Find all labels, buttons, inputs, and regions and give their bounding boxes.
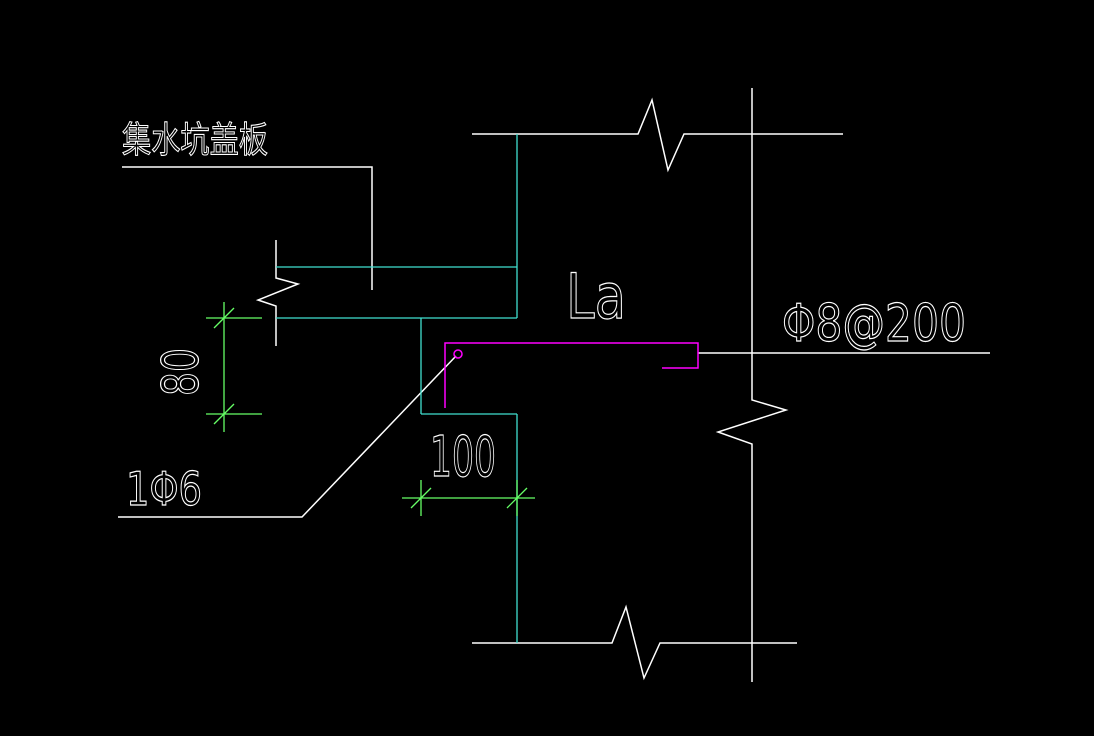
- cover-plate-label: 集水坑盖板: [122, 120, 268, 161]
- single-bar-leader: [118, 355, 457, 518]
- rebar-section-dot: [453, 349, 463, 359]
- rebar: [444, 342, 699, 408]
- vdim-tick-top: [213, 307, 235, 329]
- top-break-line: [472, 97, 843, 173]
- hdim-tick-left: [410, 487, 432, 509]
- dimension-lines: [206, 302, 535, 516]
- single-bar-label: 1Φ6: [126, 462, 202, 516]
- vdim-tick-bottom: [213, 403, 235, 425]
- hooked-rebar: [444, 342, 699, 408]
- bottom-break-line: [472, 604, 797, 681]
- concrete-outline: [276, 134, 518, 643]
- horizontal-dimension-value: 100: [430, 425, 496, 490]
- hdim-tick-right: [506, 487, 528, 509]
- cover-plate-leader: [122, 166, 373, 290]
- distribution-bar-label: Φ8@200: [782, 294, 966, 354]
- right-axis-break-line: [715, 88, 789, 682]
- vertical-dimension-value: 80: [152, 348, 210, 396]
- slab-break-line: [255, 240, 301, 346]
- structure-lines: [118, 88, 990, 682]
- anchorage-label: La: [566, 260, 626, 333]
